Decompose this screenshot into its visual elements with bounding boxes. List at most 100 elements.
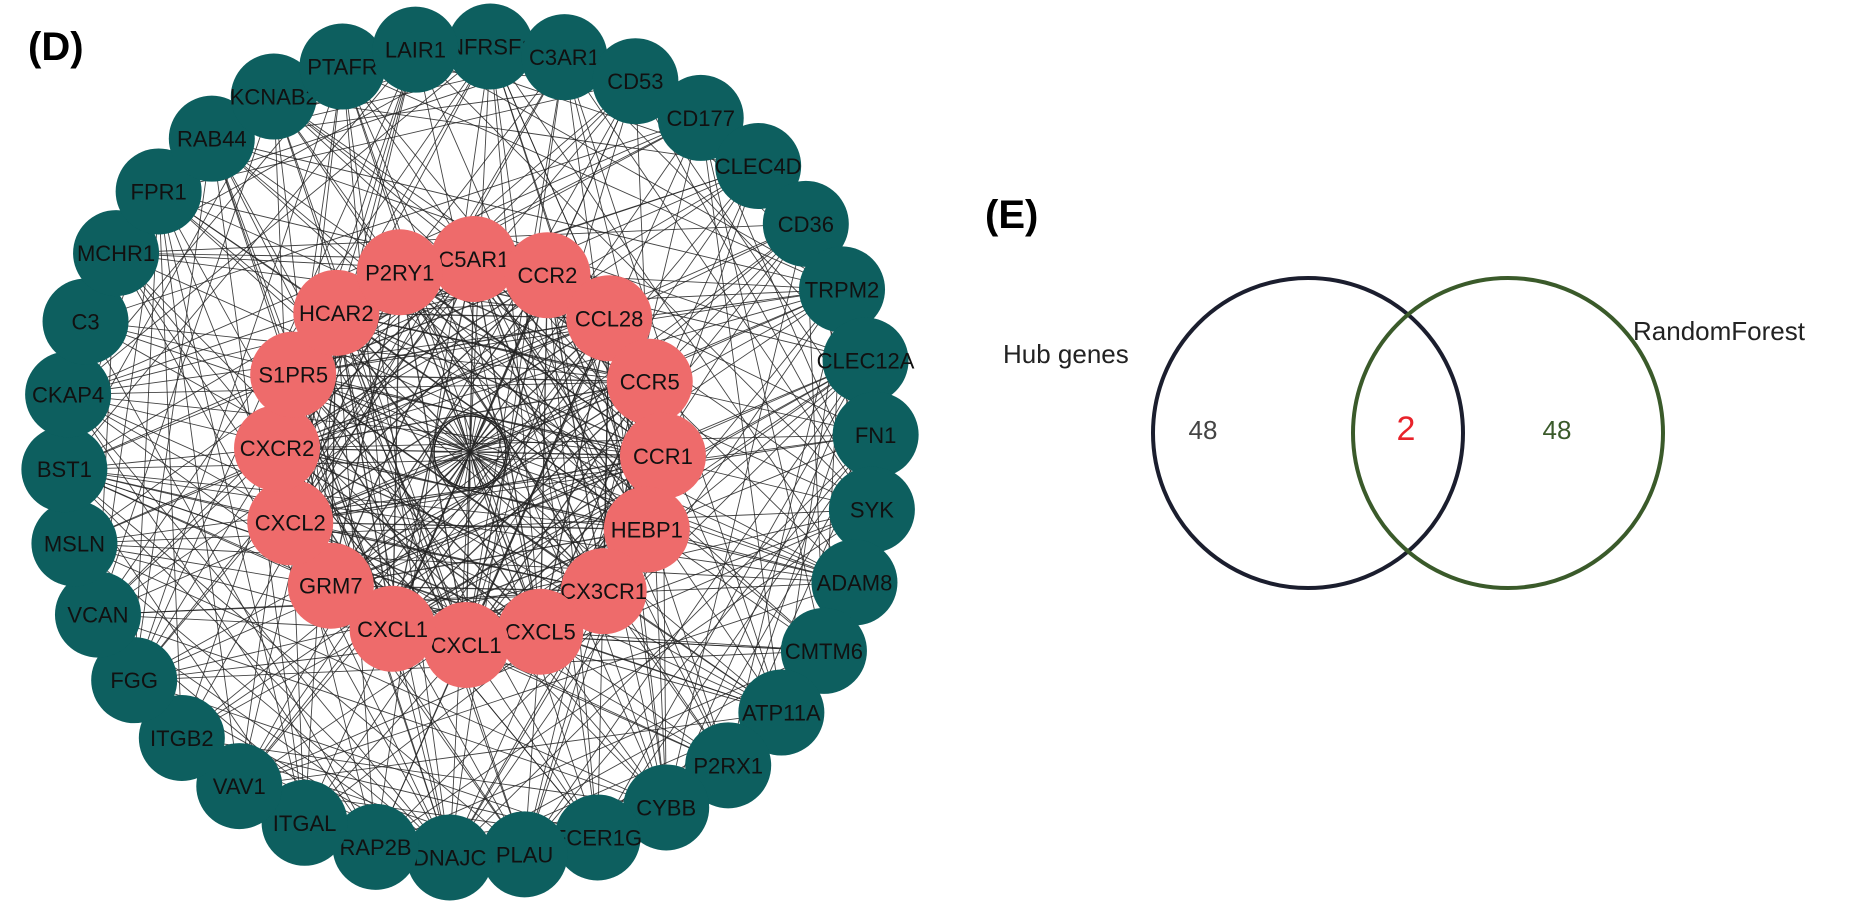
network-edge	[133, 191, 160, 681]
network-edge	[336, 312, 664, 457]
network-edge	[700, 117, 825, 652]
gene-node-circle	[481, 811, 568, 898]
gene-network: TNFRSF13C3AR1CD53CD177CLEC4DCD36TRPM2CLE…	[21, 3, 919, 901]
gene-node-circle	[685, 722, 772, 809]
gene-node-label: HEBP1	[611, 517, 683, 542]
network-edge	[474, 422, 492, 446]
gene-node-circle	[349, 585, 436, 672]
network-edge	[289, 271, 401, 523]
gene-node-circle	[250, 331, 337, 418]
gene-node-label: C5AR1	[438, 247, 509, 272]
gene-node-circle	[828, 466, 915, 553]
panel-e-label: (E)	[985, 193, 1038, 237]
network-edge	[437, 435, 464, 449]
gene-node-circle	[406, 814, 493, 901]
network-edge	[472, 417, 482, 445]
network-edge	[211, 138, 467, 646]
gene-node-circle	[715, 123, 802, 210]
gene-node-circle	[592, 38, 679, 125]
network-edge	[472, 459, 482, 487]
network-edge	[440, 430, 464, 448]
gene-node: GRM7	[287, 542, 374, 629]
gene-node-circle	[196, 743, 283, 830]
gene-node-label: CLEC4D	[715, 154, 802, 179]
gene-node-label: GRM7	[299, 574, 363, 599]
network-edge	[399, 271, 664, 457]
gene-node-circle	[372, 6, 459, 93]
gene-node-circle	[21, 426, 108, 513]
network-edge	[458, 459, 468, 487]
gene-node-circle	[762, 180, 849, 267]
gene-node: MCHR1	[73, 210, 160, 297]
gene-node: CCR5	[606, 338, 693, 425]
network-edge	[473, 258, 729, 766]
network-edge	[276, 447, 541, 633]
gene-node-label: CYBB	[636, 795, 696, 820]
gene-node-label: MCHR1	[77, 241, 155, 266]
network-edge	[524, 117, 702, 855]
gene-node: HCAR2	[293, 269, 380, 356]
network-edge	[335, 312, 394, 629]
gene-node-circle	[261, 779, 348, 866]
gene-node-label: CD36	[778, 212, 834, 237]
network-edge	[440, 456, 464, 474]
gene-node: FCER1G	[553, 794, 642, 881]
gene-node-label: VAV1	[213, 774, 266, 799]
network-edge	[74, 543, 331, 587]
gene-node: CLEC4D	[715, 123, 802, 210]
gene-node-circle	[168, 95, 255, 182]
gene-node-label: CXCR2	[240, 436, 315, 461]
network-edge	[133, 138, 213, 681]
gene-node: FGG	[91, 637, 178, 724]
network-edge	[292, 374, 394, 630]
network-edge	[489, 46, 541, 632]
gene-node: VAV1	[196, 743, 283, 830]
network-edge	[399, 271, 605, 592]
network-edge	[635, 81, 873, 510]
gene-node-label: CCL28	[575, 306, 643, 331]
network-edge	[473, 258, 541, 632]
gene-node: CCL28	[566, 275, 653, 362]
network-edge	[68, 381, 650, 395]
gene-node-label: S1PR5	[258, 363, 328, 388]
gene-node-label: CX3CR1	[560, 579, 647, 604]
network-edge	[97, 46, 491, 615]
network-edge	[158, 191, 183, 739]
venn-circle-randomforest	[1351, 276, 1665, 590]
gene-node: PTAFR	[299, 23, 386, 110]
network-edge	[476, 435, 503, 449]
gene-node-label: C3	[71, 310, 99, 335]
network-edge	[391, 258, 475, 629]
network-edge	[211, 138, 648, 530]
network-edge	[292, 374, 605, 592]
gene-node-label: FN1	[855, 423, 897, 448]
gene-node-label: CCR5	[620, 370, 680, 395]
gene-node: HEBP1	[603, 486, 690, 573]
gene-node-circle	[430, 216, 517, 303]
gene-node: CX3CR1	[560, 548, 647, 635]
network-edge	[330, 274, 548, 587]
network-edge	[335, 312, 541, 633]
gene-node: FPR1	[115, 148, 202, 235]
venn-overlap-count: 2	[1397, 410, 1416, 448]
network-edge	[64, 468, 647, 530]
network-edge	[399, 56, 565, 273]
gene-node-circle	[31, 500, 118, 587]
network-edge	[476, 430, 500, 448]
gene-node-circle	[606, 338, 693, 425]
network-edge	[134, 509, 872, 681]
network-edge	[181, 360, 866, 739]
network-edge	[649, 381, 855, 583]
gene-node-label: CXCL1	[357, 617, 428, 642]
network-edge	[463, 459, 470, 488]
gene-node-label: HCAR2	[299, 301, 374, 326]
gene-node: TRPM2	[799, 246, 886, 333]
network-edge	[465, 644, 729, 766]
gene-node-circle	[560, 548, 647, 635]
network-edge	[74, 543, 855, 583]
network-edge	[330, 272, 401, 586]
network-edge	[64, 468, 525, 855]
gene-node: C3AR1	[521, 14, 608, 101]
gene-node-label: CXCL5	[505, 620, 576, 645]
